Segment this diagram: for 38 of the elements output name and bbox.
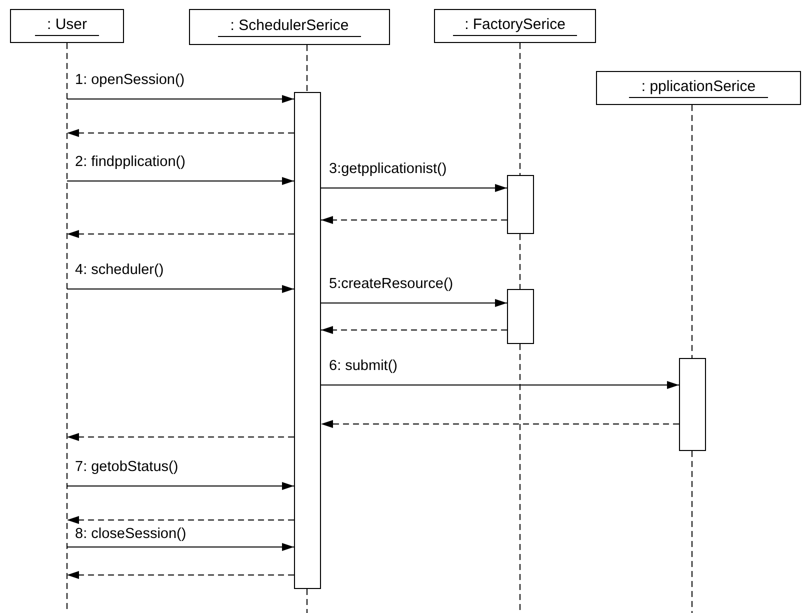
object-box — [189, 9, 390, 45]
lifeline — [306, 588, 308, 613]
activation-bar — [507, 289, 534, 344]
message-label: 1: openSession() — [74, 72, 186, 89]
object-box — [434, 9, 596, 43]
return-arrow — [66, 571, 294, 579]
message-label: 2: findpplication() — [74, 154, 186, 171]
message-label: 4: scheduler() — [74, 262, 165, 279]
message-arrow — [320, 299, 508, 307]
return-arrow — [66, 230, 294, 238]
message-arrow — [320, 381, 680, 389]
message-label: 6: submit() — [328, 358, 398, 375]
activation-bar — [679, 358, 706, 451]
message-arrow — [66, 543, 294, 551]
message-arrow — [66, 95, 294, 103]
return-arrow — [66, 433, 294, 441]
lifeline — [306, 44, 308, 92]
object-box — [10, 9, 124, 43]
return-arrow — [320, 420, 680, 428]
activation-bar — [294, 92, 321, 589]
message-arrow — [66, 482, 294, 490]
object-box — [596, 71, 801, 105]
return-arrow — [320, 216, 508, 224]
message-arrow — [66, 177, 294, 185]
object-name: : SchedulerSerice — [218, 17, 361, 37]
message-arrow — [66, 285, 294, 293]
object-name: : User — [34, 16, 99, 36]
activation-bar — [507, 175, 534, 234]
return-arrow — [66, 129, 294, 137]
message-label: 5:createResource() — [328, 276, 454, 293]
message-label: 8: closeSession() — [74, 526, 188, 543]
object-name: : FactorySerice — [452, 16, 578, 36]
return-arrow — [320, 326, 508, 334]
message-arrow — [320, 184, 508, 192]
message-label: 3:getpplicationist() — [328, 161, 448, 178]
message-label: 7: getobStatus() — [74, 459, 180, 476]
return-arrow — [66, 516, 294, 524]
object-name: : pplicationSerice — [629, 78, 768, 98]
